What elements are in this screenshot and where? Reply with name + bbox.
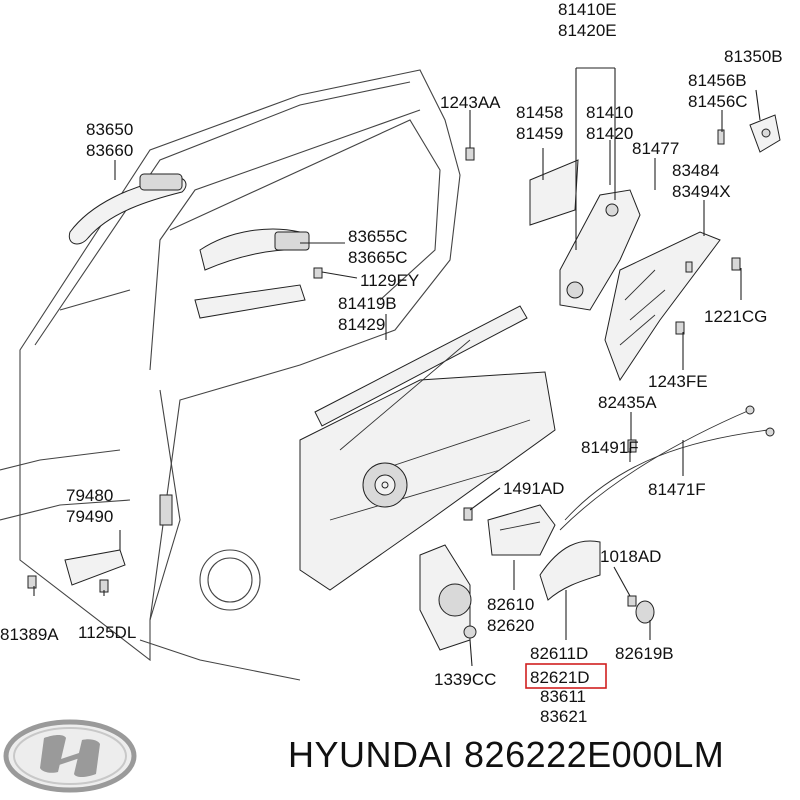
door-shell bbox=[0, 69, 461, 681]
label-82620: 82620 bbox=[487, 616, 534, 635]
label-81458: 81458 bbox=[516, 103, 563, 122]
window-regulator bbox=[299, 339, 556, 591]
label-83484: 83484 bbox=[672, 161, 719, 180]
label-81459: 81459 bbox=[516, 124, 563, 143]
label-1018ad: 1018AD bbox=[600, 547, 661, 566]
label-81350b: 81350B bbox=[724, 47, 783, 66]
part-labels: 81410E 81420E 81350B 81456B 81456C 1243A… bbox=[0, 0, 783, 726]
highlight-box bbox=[525, 663, 607, 689]
label-82619b: 82619B bbox=[615, 644, 674, 663]
label-82621d: 82621D bbox=[530, 668, 590, 687]
latch-cover bbox=[529, 159, 579, 226]
label-83665c: 83665C bbox=[348, 248, 408, 267]
label-81419b: 81419B bbox=[338, 294, 397, 313]
label-82610: 82610 bbox=[487, 595, 534, 614]
label-83621: 83621 bbox=[540, 707, 587, 726]
regulator-motor bbox=[419, 544, 477, 651]
label-1243aa: 1243AA bbox=[440, 93, 501, 112]
label-81410e: 81410E bbox=[558, 0, 617, 19]
label-82611d: 82611D bbox=[530, 644, 588, 663]
window-channel bbox=[314, 305, 528, 427]
label-1221cg: 1221CG bbox=[704, 307, 767, 326]
leader-lines bbox=[33, 67, 761, 667]
label-1491ad: 1491AD bbox=[503, 479, 564, 498]
door-check bbox=[64, 494, 173, 586]
inside-handle bbox=[539, 540, 601, 601]
release-cables bbox=[559, 405, 775, 531]
inside-handle-housing bbox=[487, 504, 556, 556]
door-latch bbox=[559, 189, 641, 311]
hyundai-logo bbox=[3, 719, 137, 793]
label-81456b: 81456B bbox=[688, 71, 747, 90]
label-81420: 81420 bbox=[586, 124, 633, 143]
label-81420e: 81420E bbox=[558, 21, 617, 40]
label-83494x: 83494X bbox=[672, 182, 731, 201]
label-1129ey: 1129EY bbox=[360, 271, 419, 290]
label-81389a: 81389A bbox=[0, 625, 59, 644]
label-81456c: 81456C bbox=[688, 92, 748, 111]
label-1339cc: 1339CC bbox=[434, 670, 496, 689]
label-83660: 83660 bbox=[86, 141, 133, 160]
handle-actuator bbox=[194, 228, 310, 319]
label-1125dl: 1125DL bbox=[78, 623, 136, 642]
door-striker bbox=[749, 114, 781, 153]
label-81477: 81477 bbox=[632, 139, 679, 158]
label-83611: 83611 bbox=[540, 687, 586, 706]
label-81491f: 81491F bbox=[581, 438, 639, 457]
label-79480: 79480 bbox=[66, 486, 113, 505]
footer-part-number: HYUNDAI 826222E000LM bbox=[288, 734, 725, 775]
label-81410: 81410 bbox=[586, 103, 633, 122]
label-1243fe: 1243FE bbox=[648, 372, 708, 391]
label-79490: 79490 bbox=[66, 507, 113, 526]
fasteners bbox=[27, 129, 741, 624]
outside-handle bbox=[68, 173, 187, 245]
label-83650: 83650 bbox=[86, 120, 133, 139]
label-82435a: 82435A bbox=[598, 393, 657, 412]
label-83655c: 83655C bbox=[348, 227, 408, 246]
label-81429: 81429 bbox=[338, 315, 385, 334]
label-81471f: 81471F bbox=[648, 480, 706, 499]
